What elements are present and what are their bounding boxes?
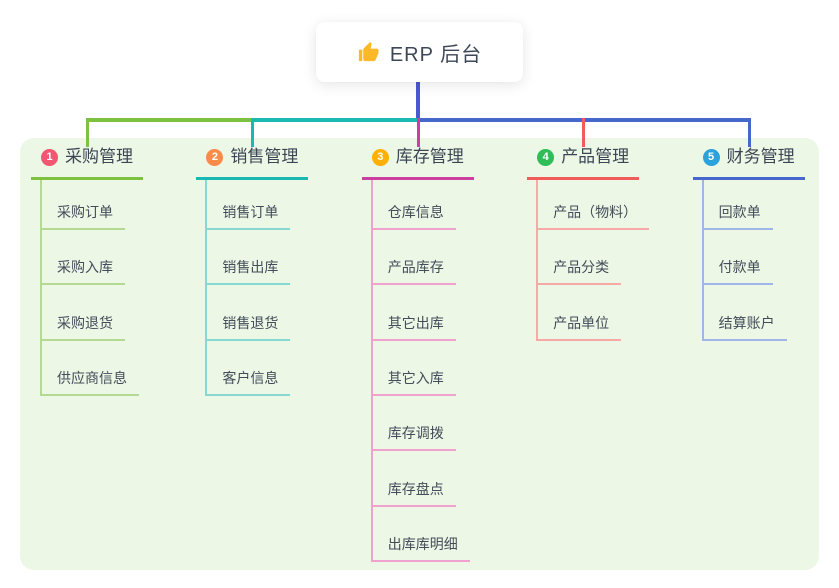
- child-node[interactable]: 产品分类: [536, 257, 622, 286]
- branch-child-spine: [205, 180, 208, 396]
- child-node[interactable]: 仓库信息: [370, 202, 456, 230]
- branch-child-spine: [536, 180, 539, 341]
- child-node[interactable]: 销售出库: [205, 257, 291, 286]
- branch-label: 采购管理: [65, 147, 133, 166]
- child-node[interactable]: 结算账户: [701, 313, 787, 341]
- child-node[interactable]: 出库库明细: [370, 534, 470, 562]
- thumbs-up-icon: [358, 41, 379, 61]
- connector-branch-drop: [86, 118, 89, 147]
- child-node[interactable]: 采购退货: [40, 313, 125, 341]
- root-node[interactable]: ERP 后台: [316, 22, 523, 82]
- branch-label: 销售管理: [230, 147, 299, 166]
- branch-index-badge: 4: [537, 148, 555, 166]
- connector-root-drop: [416, 80, 420, 120]
- child-node[interactable]: 产品单位: [536, 313, 622, 341]
- child-node[interactable]: 销售订单: [205, 202, 291, 230]
- connector-branch-drop: [582, 118, 586, 147]
- child-node[interactable]: 其它出库: [370, 313, 456, 341]
- branch-node-3[interactable]: 3 库存管理: [361, 146, 474, 180]
- branch-label: 库存管理: [395, 147, 464, 166]
- child-node[interactable]: 供应商信息: [40, 368, 139, 396]
- connector-branch-drop: [747, 118, 751, 147]
- branch-node-5[interactable]: 5 财务管理: [692, 146, 805, 180]
- child-node[interactable]: 客户信息: [205, 368, 291, 396]
- connector-branch-drop: [416, 118, 420, 147]
- branch-index-badge: 3: [371, 148, 389, 166]
- child-node[interactable]: 采购入库: [40, 257, 125, 286]
- connector-branch-drop: [251, 118, 255, 147]
- branch-index-badge: 2: [206, 148, 224, 166]
- child-node[interactable]: 回款单: [701, 202, 773, 230]
- branches-panel: [20, 138, 819, 570]
- branch-child-spine: [40, 180, 42, 396]
- child-node[interactable]: 销售退货: [205, 313, 291, 341]
- branch-node-1[interactable]: 1 采购管理: [31, 146, 143, 180]
- branch-index-badge: 5: [702, 148, 720, 166]
- branch-label: 产品管理: [561, 147, 630, 166]
- child-node[interactable]: 付款单: [701, 257, 773, 286]
- branch-index-badge: 1: [41, 148, 58, 166]
- child-node[interactable]: 产品库存: [370, 257, 456, 286]
- branch-child-spine: [370, 180, 373, 562]
- branch-node-2[interactable]: 2 销售管理: [196, 146, 309, 180]
- child-node[interactable]: 库存盘点: [370, 479, 456, 507]
- child-node[interactable]: 产品（物料）: [536, 202, 650, 230]
- child-node[interactable]: 库存调拨: [370, 423, 456, 452]
- child-node[interactable]: 采购订单: [40, 202, 125, 230]
- connector-bus-segment: [86, 118, 255, 122]
- child-node[interactable]: 其它入库: [370, 368, 456, 396]
- branch-label: 财务管理: [726, 147, 795, 166]
- root-label: ERP 后台: [389, 43, 483, 66]
- branch-child-spine: [701, 180, 704, 341]
- connector-bus-segment: [251, 118, 420, 122]
- branch-node-4[interactable]: 4 产品管理: [527, 146, 640, 180]
